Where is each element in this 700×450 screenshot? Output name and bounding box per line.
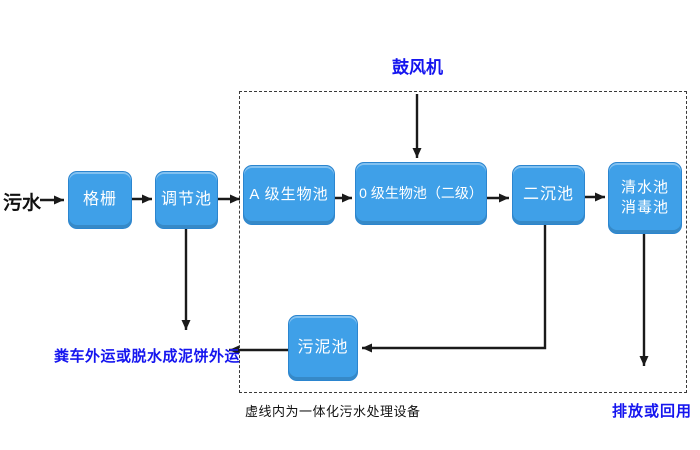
node-secondary-sedimentation-tank-label: 二沉池 <box>522 186 574 204</box>
node-o-bio-tank-label: 0 级生物池（二级） <box>359 185 483 202</box>
node-grid-label: 格栅 <box>82 191 117 209</box>
node-grid: 格栅 <box>68 171 132 229</box>
node-disinfection-tank-label: 消毒池 <box>620 199 669 216</box>
sludge-disposal-label: 粪车外运或脱水成泥饼外运 <box>54 348 241 365</box>
dashed-box-caption: 虚线内为一体化污水处理设备 <box>245 404 421 419</box>
integrated-equipment-boundary <box>239 91 687 393</box>
node-o-bio-tank: 0 级生物池（二级） <box>355 162 487 225</box>
node-sludge-tank: 污泥池 <box>288 315 358 381</box>
node-regulating-tank-label: 调节池 <box>160 191 212 209</box>
influent-label: 污水 <box>3 193 42 214</box>
node-clear-water-disinfection-tank: 清水池 消毒池 <box>608 162 682 234</box>
node-clear-water-tank-label: 清水池 <box>620 178 669 196</box>
discharge-label: 排放或回用 <box>612 403 693 420</box>
blower-label: 鼓风机 <box>392 58 443 77</box>
node-secondary-sedimentation-tank: 二沉池 <box>512 165 585 225</box>
node-sludge-tank-label: 污泥池 <box>297 339 349 357</box>
node-a-bio-tank: A 级生物池 <box>243 165 335 225</box>
node-regulating-tank: 调节池 <box>155 171 218 229</box>
node-a-bio-tank-label: A 级生物池 <box>249 185 329 203</box>
